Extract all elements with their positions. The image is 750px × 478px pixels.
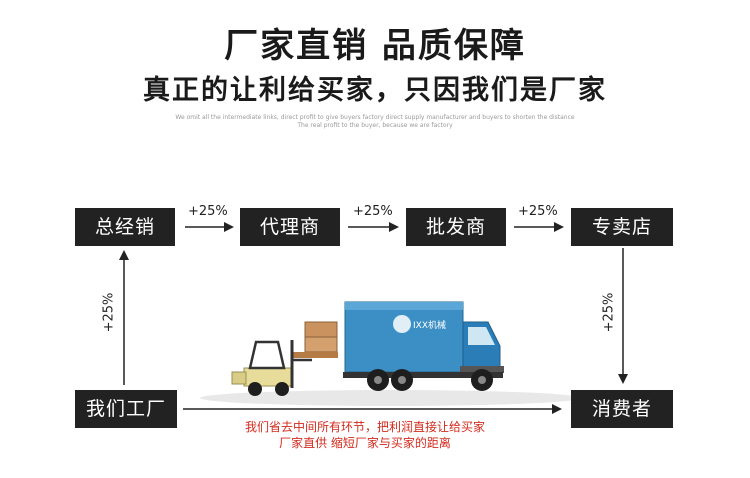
fine-print: We omit all the intermediate links, dire… bbox=[0, 114, 750, 130]
node-general-distributor: 总经销 bbox=[75, 208, 175, 246]
node-agent: 代理商 bbox=[240, 208, 340, 246]
main-title: 厂家直销 品质保障 bbox=[224, 26, 526, 66]
node-wholesaler: 批发商 bbox=[406, 208, 506, 246]
markup-label-vertical-right: +25% bbox=[601, 292, 617, 333]
footer-line-1: 我们省去中间所有环节，把利润直接让给买家 bbox=[244, 420, 485, 434]
fine-print-line-2: The real profit to the buyer, because we… bbox=[297, 122, 453, 129]
subtitle: 真正的让利给买家，只因我们是厂家 bbox=[143, 75, 607, 106]
fine-print-line-1: We omit all the intermediate links, dire… bbox=[175, 114, 575, 121]
footer-line-2: 厂家直供 缩短厂家与买家的距离 bbox=[279, 436, 451, 450]
truck-cargo-box bbox=[344, 301, 464, 373]
truck-logo-icon bbox=[393, 315, 411, 333]
node-retail-store: 专卖店 bbox=[571, 208, 673, 246]
cargo-boxes bbox=[292, 321, 338, 358]
markup-label-3: +25% bbox=[518, 204, 558, 219]
delivery-truck: IXX机械 bbox=[343, 301, 504, 391]
node-our-factory: 我们工厂 bbox=[75, 390, 177, 428]
node-consumer: 消费者 bbox=[571, 390, 673, 428]
markup-label-2: +25% bbox=[353, 204, 393, 219]
forklift bbox=[231, 340, 312, 396]
truck-logo-text: IXX机械 bbox=[413, 319, 446, 331]
markup-label-vertical-left: +25% bbox=[101, 292, 117, 333]
markup-label-1: +25% bbox=[188, 204, 228, 219]
